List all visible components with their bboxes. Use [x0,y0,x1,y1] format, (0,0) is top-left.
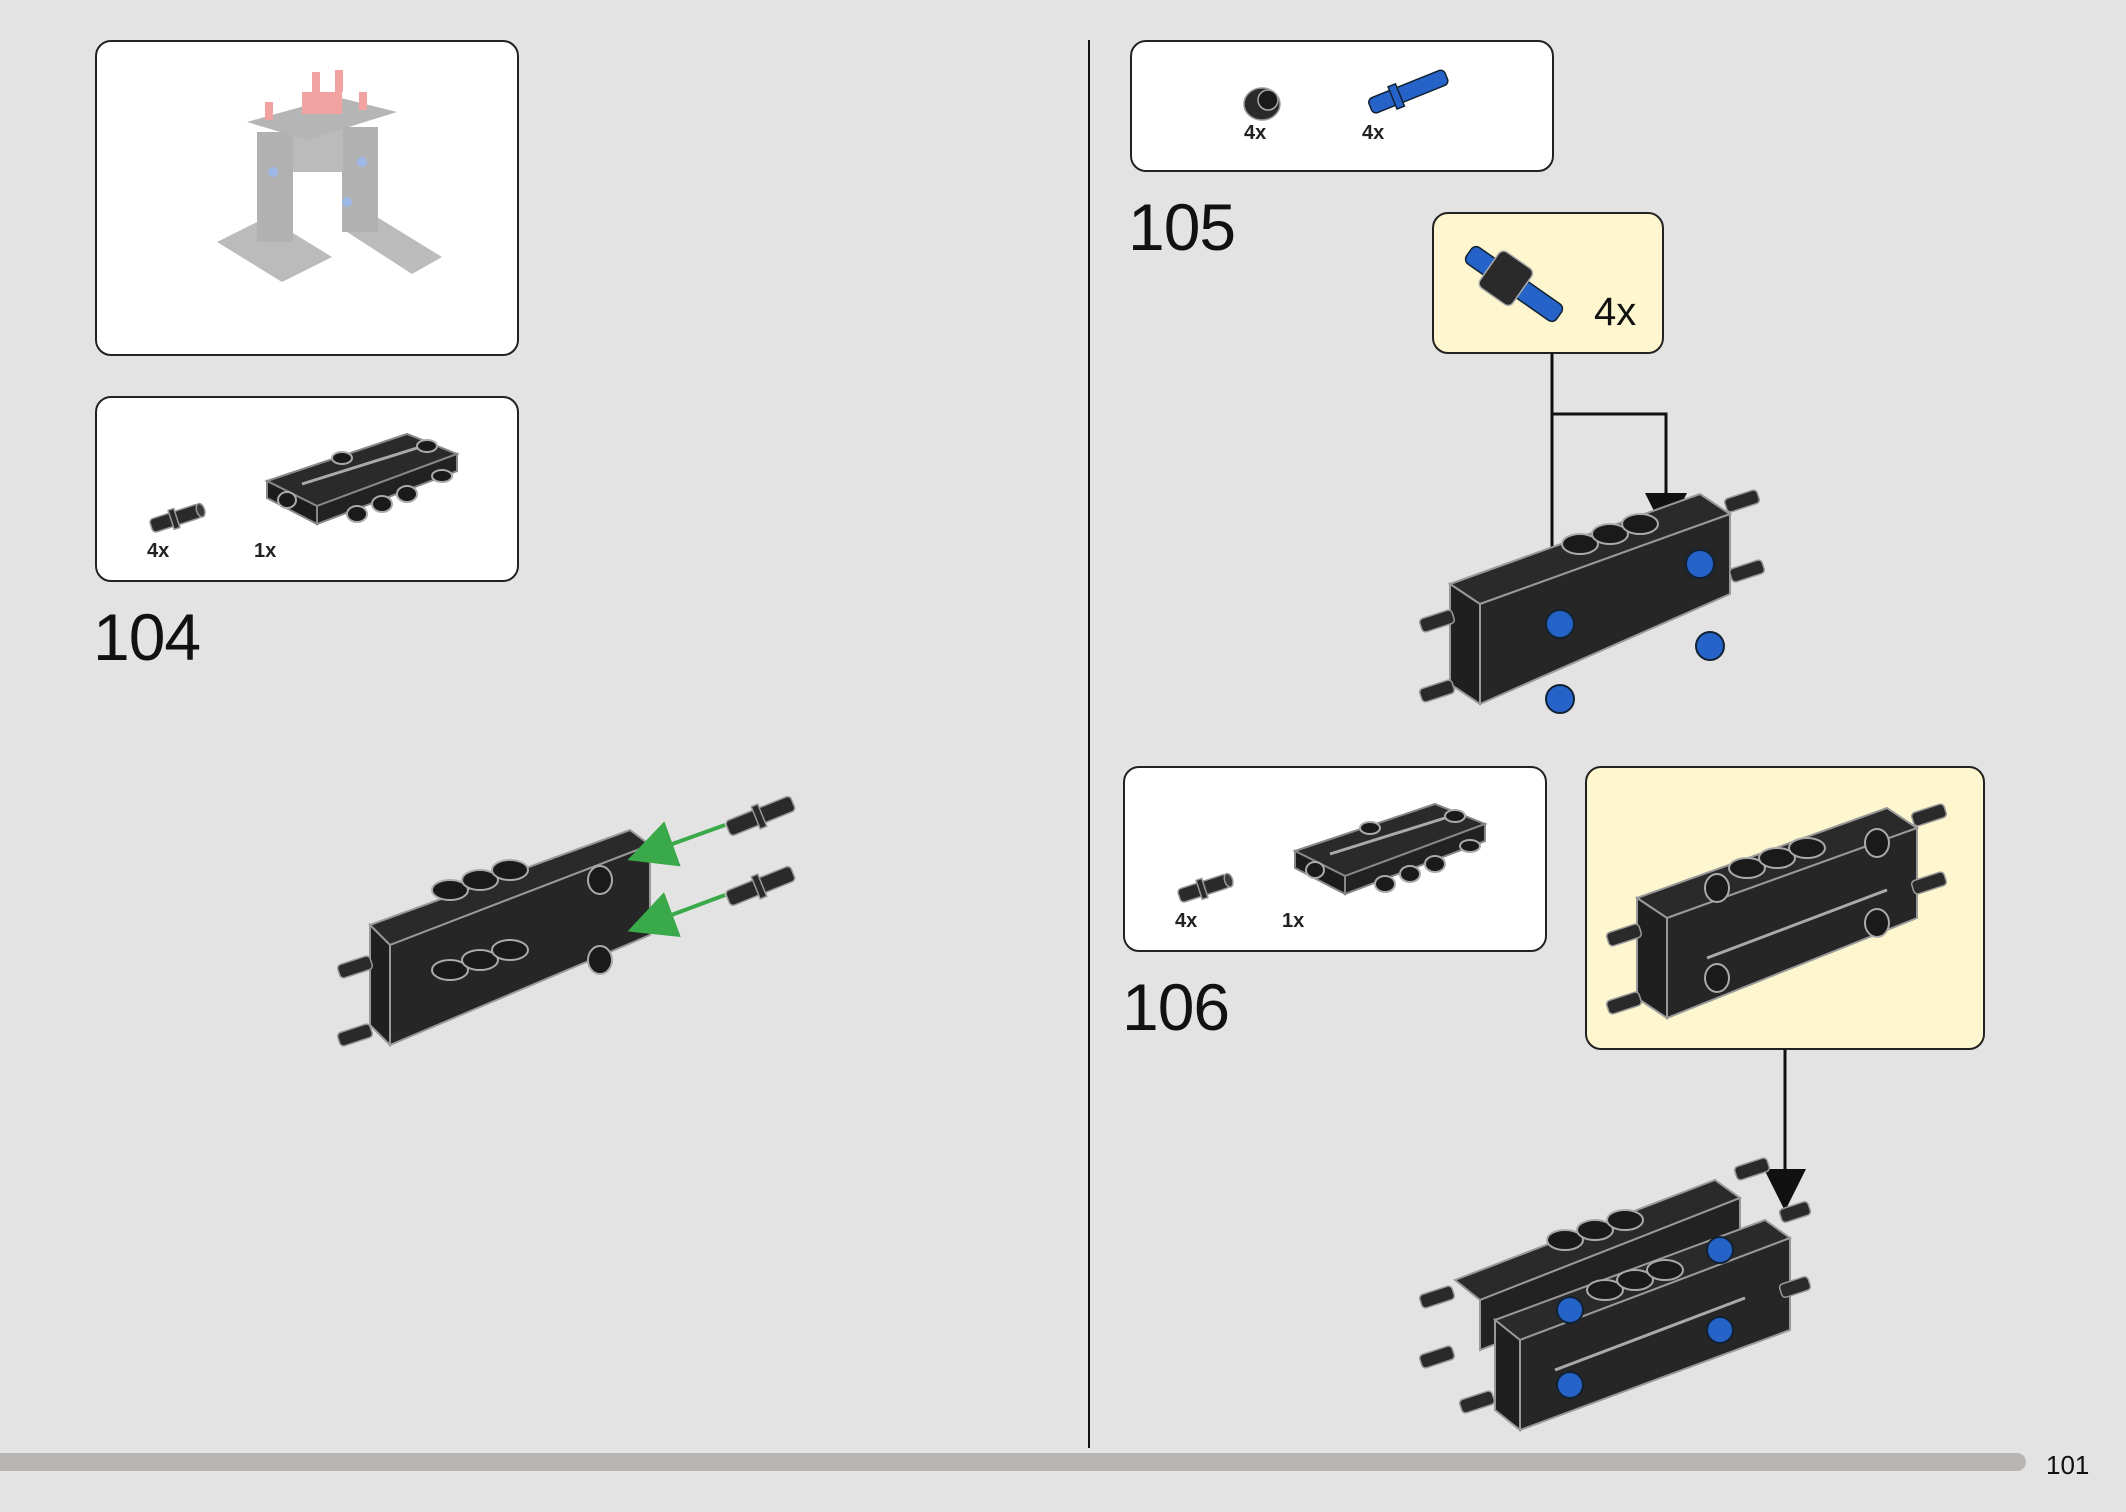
step-106-parts-list: 4x 1x [1123,766,1547,952]
step-105-assembly-image [1418,354,1766,714]
step-number-104: 104 [93,600,201,674]
part-qty: 4x [147,540,170,562]
progress-bar [0,1453,2026,1471]
beam-frame-icon [1292,802,1488,896]
step-106-subassembly-callout [1585,766,1985,1050]
part-qty: 1x [1282,910,1305,932]
step-105-subassembly-callout: 4x [1432,212,1664,354]
callout-qty: 4x [1594,290,1637,334]
page-number: 101 [2046,1450,2090,1480]
blue-pin-with-bush-icon [1464,245,1564,323]
previous-model-preview [95,40,519,356]
step-104-assembly-image [336,795,796,1048]
beam-frame-icon [264,432,460,526]
page-divider [1088,40,1090,1448]
friction-pin-icon [149,502,206,533]
step-106-assembly-image [1418,1050,1812,1433]
step-number-105: 105 [1128,190,1236,264]
step-104-parts-list: 4x 1x [95,396,519,582]
part-qty: 4x [1175,910,1198,932]
frame-with-pins-image [1605,803,1948,1020]
part-qty: 1x [254,540,277,562]
blue-pin-icon [1368,69,1449,114]
bush-icon [1243,87,1281,121]
step-number-106: 106 [1122,970,1230,1044]
step-105-parts-list: 4x 4x [1130,40,1554,172]
friction-pin-icon [1177,872,1234,903]
ghosted-model-image [217,70,442,282]
part-qty: 4x [1362,122,1385,144]
part-qty: 4x [1244,122,1267,144]
